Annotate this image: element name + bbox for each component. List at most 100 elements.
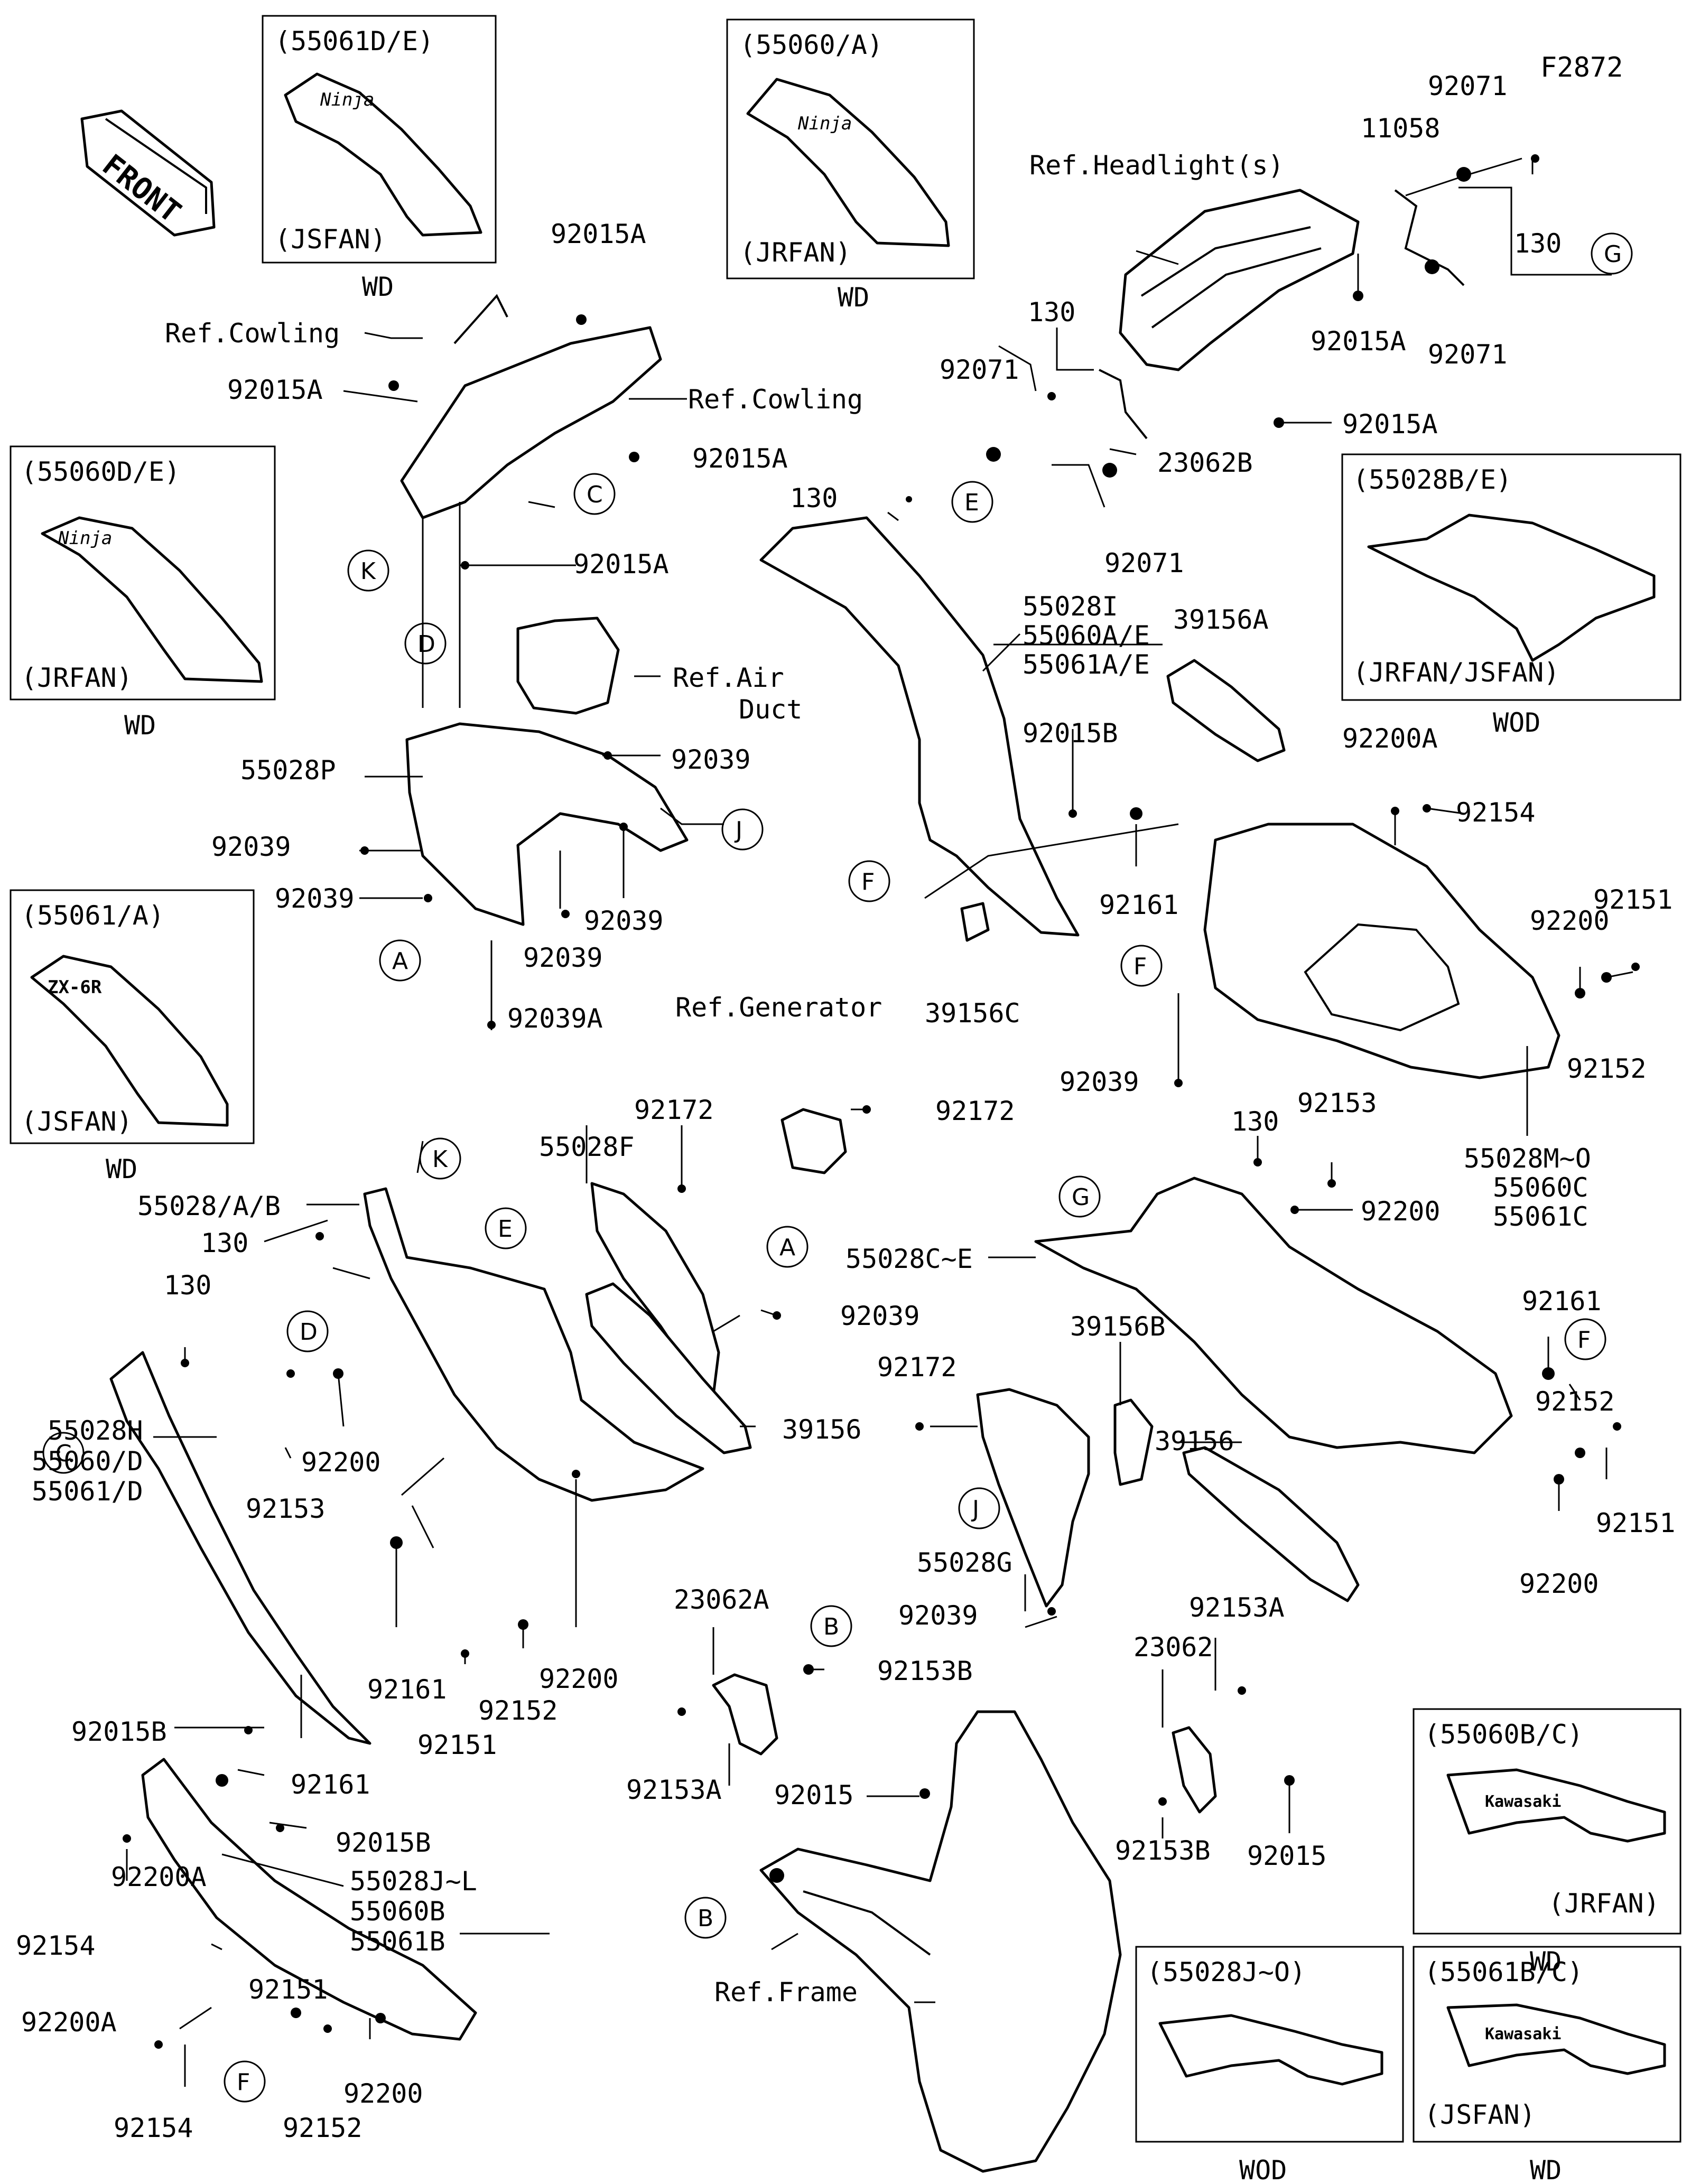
inner-cowl-55028ab	[363, 1187, 704, 1502]
fasteners	[123, 154, 1640, 2049]
part-label: 55061C	[1493, 1201, 1588, 1232]
box-variant: (JRFAN)	[740, 237, 851, 268]
box-tag: WD	[362, 272, 394, 302]
part-label: 55061A/E	[1023, 649, 1150, 680]
callout-c-mid: C	[42, 1432, 85, 1474]
callout-k-mid: K	[419, 1137, 461, 1180]
box-code: (55061B/C)	[1424, 1957, 1583, 1987]
part-label: 55060A/E	[1023, 620, 1150, 651]
part-label: 92015A	[573, 549, 669, 580]
part-label: 92200	[1361, 1196, 1441, 1227]
box-code: (55061D/E)	[275, 26, 434, 57]
callout-j-mid: J	[958, 1487, 1000, 1529]
bracket-23062	[1172, 1726, 1217, 1814]
box-variant: (JRFAN)	[21, 662, 133, 693]
part-label: 130	[1231, 1106, 1279, 1137]
callout-d-top: D	[404, 622, 447, 665]
box-tag: WD	[838, 282, 869, 313]
part-label: 55028H	[48, 1415, 143, 1446]
part-label: 55060C	[1493, 1172, 1588, 1203]
box-code: (55028B/E)	[1353, 464, 1512, 495]
part-number-labels: 92071 11058 130 92071 92015A 92015A 9207…	[16, 71, 1676, 2143]
part-label: 55060B	[350, 1896, 445, 1927]
part-label: 92154	[114, 2113, 193, 2143]
callout-g-mid: F	[1564, 1318, 1606, 1360]
part-label: 92039	[1060, 1067, 1139, 1097]
part-label: 92172	[877, 1352, 957, 1383]
part-label: 92152	[1535, 1386, 1615, 1417]
part-label: 130	[1028, 297, 1075, 328]
belly-pan-thumbnail	[1446, 2003, 1666, 2075]
box-tag: WD	[1530, 2155, 1562, 2184]
part-label: 92161	[367, 1674, 447, 1705]
part-label: 55061B	[350, 1926, 445, 1957]
inset-box-55028be: (55028B/E) (JRFAN/JSFAN)	[1341, 453, 1681, 701]
seal-39156a	[1166, 659, 1286, 762]
part-label: 92153	[246, 1494, 326, 1524]
part-label: 23062A	[674, 1584, 769, 1615]
part-label: 92200A	[21, 2007, 117, 2038]
svg-text:J: J	[734, 817, 742, 844]
part-label: 92152	[478, 1695, 558, 1726]
part-label: 92015B	[336, 1827, 431, 1858]
box-code: (55060/A)	[740, 30, 883, 60]
part-label: 92039	[523, 942, 603, 973]
fairing-thumbnail	[284, 72, 482, 237]
callout-c-top: C	[573, 473, 616, 515]
part-label: 92161	[1522, 1286, 1602, 1317]
svg-text:F: F	[237, 2069, 250, 2096]
box-code: (55028J~O)	[1147, 1957, 1306, 1987]
side-cowl-55028i	[759, 516, 1080, 937]
ref-air-duct-2: Duct	[739, 694, 802, 725]
part-label: 92015A	[1311, 326, 1406, 357]
part-label: 92039	[840, 1301, 920, 1331]
svg-text:B: B	[823, 1613, 839, 1640]
frame	[759, 1710, 1122, 2173]
inset-box-55061de: (55061D/E) Ninja (JSFAN)	[262, 15, 497, 264]
svg-text:D: D	[417, 631, 435, 658]
part-label: 55028J~L	[350, 1866, 477, 1897]
reference-labels: Ref.Cowling Ref.Cowling Ref.Headlight(s)…	[165, 150, 1284, 2008]
part-label: 55028I	[1023, 591, 1118, 622]
part-label: 92071	[1428, 71, 1508, 101]
box-variant: (JSFAN)	[275, 224, 386, 255]
part-label: 92071	[1428, 339, 1508, 370]
part-label: 55061/D	[32, 1476, 143, 1507]
part-label: 92015A	[1342, 409, 1438, 440]
part-label: 92153A	[626, 1775, 722, 1805]
callout-a-top: A	[379, 939, 421, 982]
inset-box-55061bc: (55061B/C) Kawasaki (JSFAN)	[1413, 1946, 1681, 2143]
logo-text: Ninja	[797, 113, 852, 134]
part-label: 92200	[1530, 906, 1610, 936]
part-label: 92039	[671, 744, 751, 775]
part-label: 92200	[301, 1447, 381, 1478]
part-label: 55028P	[240, 755, 336, 786]
part-label: 92015	[1247, 1841, 1327, 1871]
ref-generator: Ref.Generator	[675, 992, 882, 1023]
svg-text:G: G	[1604, 241, 1622, 268]
box-code: (55061/A)	[21, 900, 164, 931]
callout-letters: G E C K D J A F F K E A D C G F J B B F	[42, 232, 1633, 2103]
logo-text: Ninja	[58, 528, 112, 549]
part-label: 92200A	[111, 1862, 207, 1892]
upper-inner-cowling	[400, 294, 662, 519]
box-tag: WD	[1530, 1946, 1562, 1977]
bracket-23062a	[712, 1673, 778, 1756]
seal-39156b	[1113, 1398, 1154, 1486]
part-label: 130	[164, 1270, 211, 1301]
fairing-thumbnail	[30, 955, 229, 1127]
callout-f-low: F	[224, 2060, 266, 2103]
part-label: 92153A	[1189, 1592, 1285, 1623]
lower-fairing-55028jl	[141, 1758, 477, 2041]
box-code: (55060B/C)	[1424, 1719, 1583, 1750]
part-label: 55028C~E	[846, 1244, 973, 1274]
air-duct	[516, 617, 620, 715]
pad-39156c	[960, 902, 990, 942]
part-label: 130	[1514, 228, 1562, 259]
part-label: 92200A	[1342, 723, 1438, 754]
inset-box-55060de: (55060D/E) Ninja (JRFAN)	[10, 445, 276, 701]
middle-fairing-55028m	[1203, 823, 1560, 1079]
svg-text:E: E	[498, 1216, 513, 1243]
part-label: 55028F	[539, 1132, 635, 1162]
svg-text:J: J	[971, 1496, 979, 1523]
